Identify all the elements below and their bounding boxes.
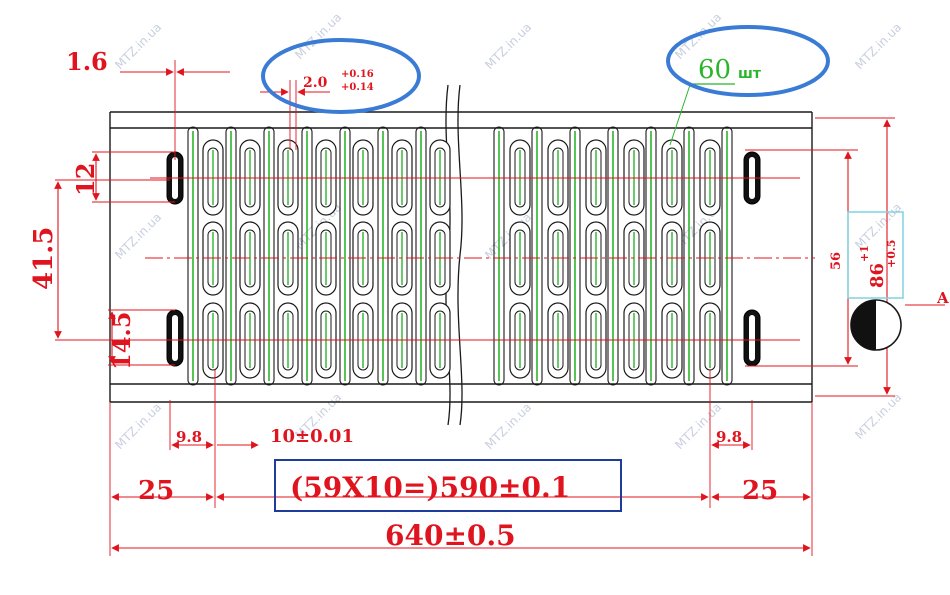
oval-slot-inner: [552, 147, 564, 208]
tall-slot: [301, 126, 313, 386]
tolerance-highlight-ellipse: [261, 38, 421, 114]
oval-slot-inner: [396, 229, 408, 288]
end-slot-inner: [172, 315, 178, 361]
outer-height-tol-upper: +1: [858, 245, 871, 262]
oval-slot-inner: [282, 229, 294, 288]
tall-slot: [683, 126, 695, 386]
edge-gap-right-label: 9.8: [716, 428, 742, 446]
inner-height-label: 56: [829, 252, 844, 270]
oval-slot-inner: [320, 229, 332, 288]
outer-height-tol-lower: +0.5: [885, 240, 898, 268]
tall-slot: [187, 126, 199, 386]
slot-width-tol-upper: +0.16: [341, 69, 374, 80]
oval-slot-inner: [357, 229, 369, 288]
oval-slot-inner: [434, 229, 446, 288]
oval-slot-inner: [590, 147, 602, 208]
end-slot-offset-label: 14.5: [107, 312, 136, 370]
tall-slot: [607, 126, 619, 386]
oval-slot-inner: [666, 147, 678, 208]
oval-slot-inner: [207, 310, 219, 371]
extension-lines: [55, 60, 895, 556]
tall-slot: [721, 126, 733, 386]
tall-slot: [415, 126, 427, 386]
slot-count-leader: [669, 84, 691, 146]
end-slot-height-label: 12: [71, 163, 100, 196]
slot-span-label: (59X10=)590±0.1: [290, 471, 570, 504]
watermark-text: MTZ.in.ua: [112, 20, 164, 72]
tall-slot: [339, 126, 351, 386]
oval-slot-inner: [357, 310, 369, 371]
plate-outline: [109, 111, 813, 403]
oval-slot-inner: [666, 229, 678, 288]
tall-slot: [531, 126, 543, 386]
tall-slot: [225, 126, 237, 386]
watermark-text: MTZ.in.ua: [482, 400, 534, 452]
oval-slot-inner: [590, 229, 602, 288]
margin-left-label: 25: [138, 476, 174, 506]
oval-slot-inner: [207, 147, 219, 208]
oval-slot-inner: [514, 229, 526, 288]
tall-slot: [645, 126, 657, 386]
oval-slot-inner: [666, 310, 678, 371]
outer-height-highlight-box: [847, 211, 904, 299]
watermark-text: MTZ.in.ua: [292, 10, 344, 62]
oval-slot-inner: [552, 229, 564, 288]
slot-span-highlight-box: [274, 459, 622, 512]
oval-slot-inner: [320, 310, 332, 371]
slot-count-highlight-ellipse: [666, 25, 830, 97]
oval-slot-inner: [514, 147, 526, 208]
oval-slot-inner: [282, 147, 294, 208]
oval-slot-inner: [244, 229, 256, 288]
plate-thickness-label: 1.6: [66, 47, 108, 76]
oval-slot-inner: [628, 147, 640, 208]
row-pitch-label: 41.5: [29, 227, 59, 290]
section-marker: [850, 299, 902, 351]
oval-slot-inner: [628, 229, 640, 288]
tall-slot: [569, 126, 581, 386]
oval-slot-inner: [396, 147, 408, 208]
slot-array: [166, 126, 761, 386]
edge-gap-left-label: 9.8: [176, 428, 202, 446]
watermark-text: MTZ.in.ua: [112, 400, 164, 452]
watermark-text: MTZ.in.ua: [482, 20, 534, 72]
slot-width-tol-lower: +0.14: [341, 82, 374, 93]
oval-slot-inner: [434, 310, 446, 371]
watermark-text: MTZ.in.ua: [852, 390, 904, 442]
slot-count-label: 60: [698, 55, 731, 85]
tall-slot: [263, 126, 275, 386]
row-centerlines: [145, 177, 815, 341]
margin-right-label: 25: [742, 476, 778, 506]
outer-height-label: 86: [867, 263, 888, 288]
oval-slot-inner: [396, 310, 408, 371]
oval-slot-inner: [514, 310, 526, 371]
oval-slot-inner: [628, 310, 640, 371]
oval-slot-inner: [434, 147, 446, 208]
oval-slot-inner: [590, 310, 602, 371]
oval-slot-inner: [320, 147, 332, 208]
watermark-text: MTZ.in.ua: [852, 20, 904, 72]
total-length-label: 640±0.5: [385, 519, 516, 552]
end-slot-inner: [749, 315, 755, 361]
oval-slot-inner: [704, 229, 716, 288]
oval-slot-inner: [357, 147, 369, 208]
slot-count-unit: шт: [738, 66, 762, 82]
watermark-text: MTZ.in.ua: [112, 210, 164, 262]
oval-slot-inner: [207, 229, 219, 288]
slot-pitch-label: 10±0.01: [270, 426, 354, 447]
slot-width-label: 2.0: [303, 75, 328, 91]
tall-slot: [493, 126, 505, 386]
oval-slot-inner: [244, 147, 256, 208]
oval-slot-inner: [704, 147, 716, 208]
oval-slot-inner: [282, 310, 294, 371]
tall-slot: [377, 126, 389, 386]
oval-slot-inner: [552, 310, 564, 371]
section-label: A: [936, 289, 949, 307]
oval-slot-inner: [244, 310, 256, 371]
